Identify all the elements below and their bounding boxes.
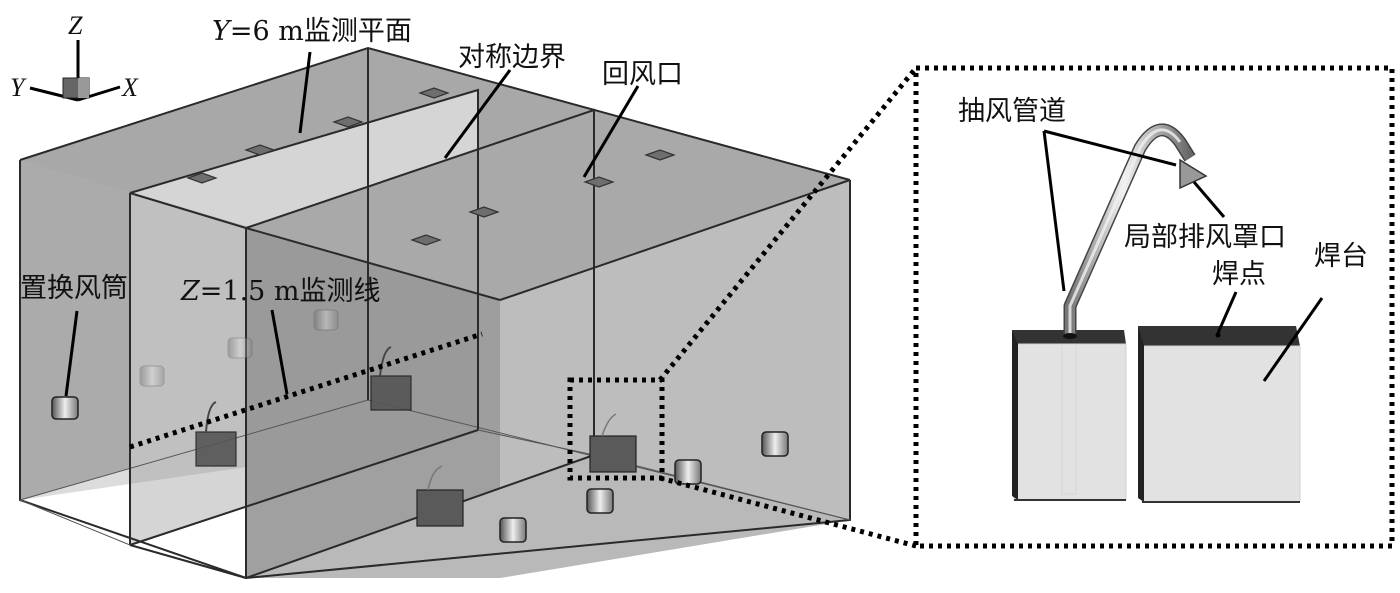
axis-triad: Z Y X (10, 11, 139, 102)
label-return-air-outlet: 回风口 (602, 59, 683, 90)
welding-stations (195, 346, 637, 527)
label-welding-table: 焊台 (1314, 241, 1368, 272)
return-air-outlet (418, 87, 450, 99)
exhaust-duct (1063, 123, 1208, 339)
diffuser (499, 517, 527, 543)
welding-station (195, 401, 237, 467)
label-monitor-line: Z=1.5 m监测线 (180, 276, 381, 307)
diffuser (586, 488, 614, 514)
detail-callout (567, 66, 918, 549)
main-labels: Y=6 m监测平面 对称边界 回风口 置换风筒 Z=1.5 m监测线 (20, 16, 683, 397)
weld-point (1215, 332, 1221, 338)
room-model (19, 46, 851, 580)
detail-selection-box (567, 377, 665, 481)
axis-y-label: Y (10, 73, 27, 102)
label-exhaust-hood-opening: 局部排风罩口 (1124, 222, 1286, 253)
return-air-outlet (244, 144, 276, 156)
return-air-outlet (410, 234, 442, 246)
room-floor (246, 455, 850, 578)
return-air-outlet (186, 172, 218, 184)
label-symmetry-boundary: 对称边界 (458, 42, 566, 73)
room-front-right-face (246, 110, 850, 300)
return-air-outlet (583, 176, 615, 188)
welding-station (370, 346, 412, 411)
diffuser (51, 396, 79, 420)
diffuser (313, 309, 339, 331)
welding-table-right (1138, 326, 1301, 503)
return-air-outlet (468, 206, 500, 218)
label-monitor-plane: Y=6 m监测平面 (212, 16, 412, 47)
welding-station (589, 413, 637, 473)
diffuser (139, 365, 165, 387)
return-air-outlet (644, 149, 676, 161)
exhaust-hood-icon (1179, 158, 1208, 190)
axis-z-label: Z (68, 11, 83, 40)
label-weld-point: 焊点 (1212, 259, 1266, 290)
return-air-outlets (186, 87, 676, 246)
room-front-wall (20, 160, 500, 500)
diffuser (761, 431, 789, 457)
welding-table-left (1012, 330, 1127, 501)
return-air-outlet (332, 116, 364, 128)
label-displacement-diffuser: 置换风筒 (20, 273, 128, 304)
diffuser (674, 459, 702, 485)
diffuser (227, 337, 253, 359)
label-exhaust-duct: 抽风管道 (958, 96, 1066, 127)
inset-panel: 抽风管道 局部排风罩口 焊点 焊台 (913, 65, 1395, 549)
welding-station (416, 465, 464, 527)
axis-x-label: X (121, 73, 139, 102)
inset-border (913, 65, 1395, 549)
monitor-line-z1-5 (129, 331, 483, 450)
displacement-diffusers (51, 309, 789, 543)
